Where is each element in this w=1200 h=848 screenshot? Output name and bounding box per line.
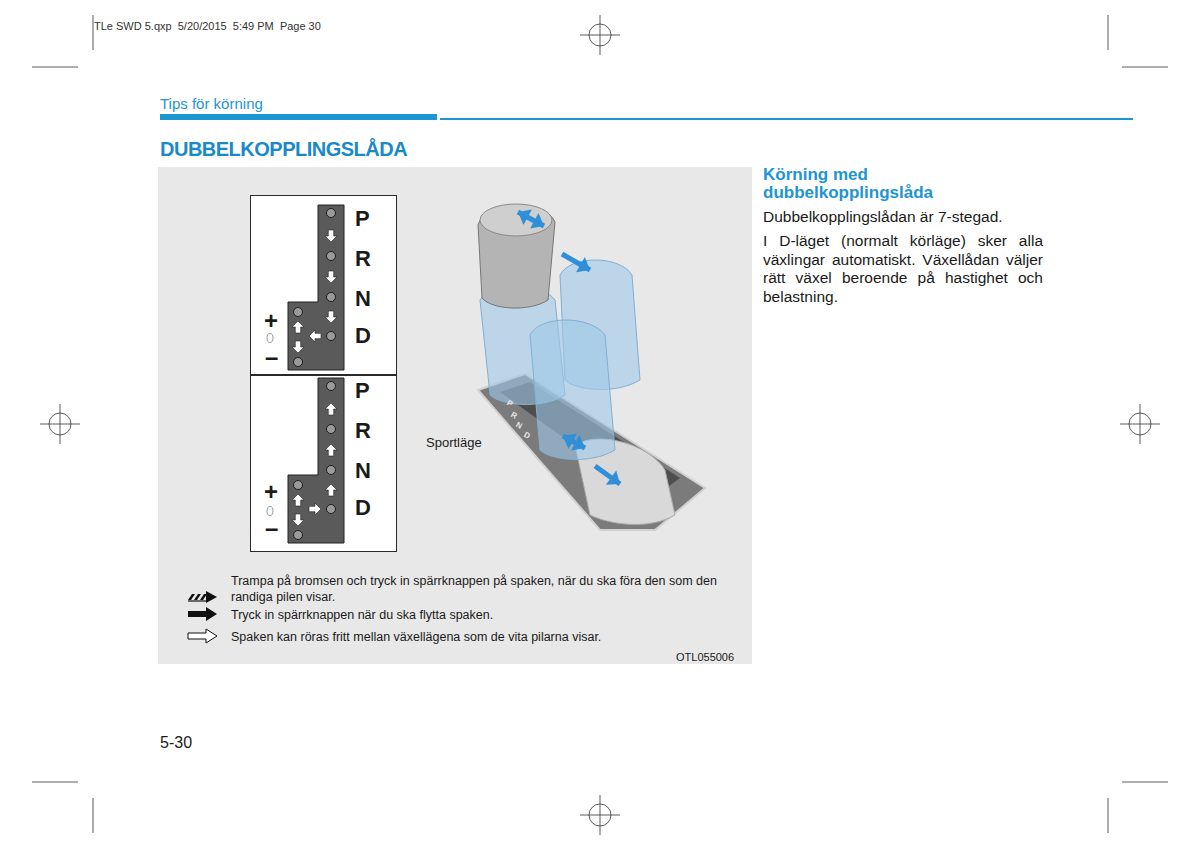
legend-swatch [186,628,220,644]
legend-text: Tryck in spärrknappen när du ska flytta … [231,607,731,623]
section-rule [440,118,1133,120]
gear-letter: R [355,248,371,270]
section-heading: Körning med dubbelkopplingslåda [763,166,973,203]
shift-sign: – [265,345,278,369]
legend-text: Trampa på bromsen och tryck in spärrknap… [231,573,731,605]
gear-letter: D [355,497,371,519]
gear-letter: P [355,208,370,230]
gate-strip [267,205,344,370]
page-number: 5-30 [160,734,192,752]
gear-letter: D [355,325,371,347]
gear-letter: P [355,380,370,402]
print-slug: TLe SWD 5.qxp 5/20/2015 5:49 PM Page 30 [94,20,321,33]
shift-sign: – [265,516,278,540]
section-bar [160,114,437,120]
shift-sign: + [264,480,278,504]
gear-letter: R [355,420,371,442]
crop-marks [32,15,1168,835]
gate-plate: PRND + – [250,195,397,376]
legend-text: Spaken kan röras fritt mellan växellägen… [231,629,731,645]
text-label: Sportläge [426,436,482,451]
legend-swatch [186,589,220,605]
shifter-illustration [478,204,705,530]
text-label: I D-läget (normalt körläge) sker alla vä… [763,232,1043,306]
page-title: DUBBELKOPPLINGSLÅDA [160,138,407,161]
gate-strip [267,378,344,543]
shift-sign: + [264,309,278,333]
gear-letter: N [355,288,371,310]
figure-panel [158,167,752,664]
text-label: Tips för körning [160,95,263,112]
text-label: OTL055006 [676,651,734,664]
text-label: Dubbelkopplingslådan är 7-stegad. [763,208,1053,226]
legend-swatch [186,606,220,622]
gate-plate: PRND + – [250,374,397,552]
gear-letter: N [355,460,371,482]
plate-ground [250,195,397,552]
